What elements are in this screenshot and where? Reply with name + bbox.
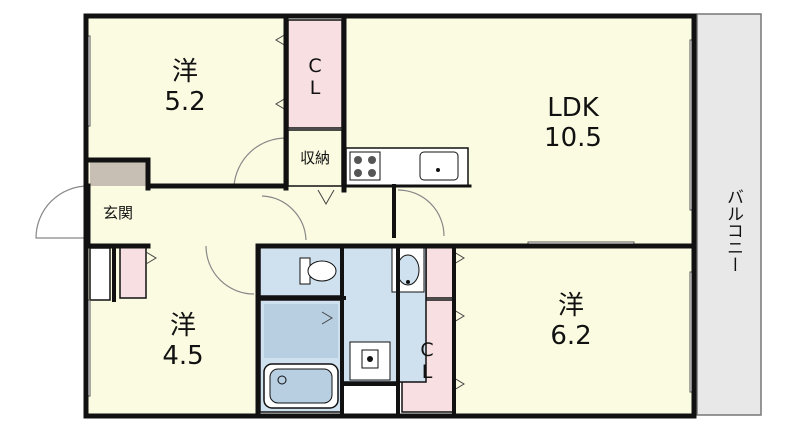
closet1-letter-l: L [309,76,321,99]
closet2-label: C L [412,339,442,384]
balcony-label: バルコニー [723,187,743,273]
storage-label: 収納 [299,149,330,167]
room-western2-floor [88,246,258,414]
storage-closet [287,129,343,187]
closet-western3-small [425,245,455,299]
entrance-floor [88,186,148,246]
closet-western2 [119,245,147,299]
washing-machine-icon [349,341,391,381]
door-swings [35,137,445,295]
shoe-box [89,247,111,301]
room-western2-size: 4.5 [162,340,204,371]
balcony [696,13,762,416]
room-western3-label: 洋 6.2 [536,291,606,352]
room-ldk-floor [344,18,694,246]
room-western1-label: 洋 5.2 [150,57,220,118]
room-western2-name: 洋 [169,311,196,341]
walls [83,13,697,419]
entrance-step [90,162,146,186]
room-western3-floor [456,246,694,414]
room-ldk-name: LDK [547,93,599,123]
closet2-letter-c: C [420,339,434,361]
room-western1-size: 5.2 [164,86,206,117]
kitchen-counter [345,147,469,187]
closet1-label: C L [300,55,330,100]
closet2-letter-l: L [421,360,433,383]
room-western3-size: 6.2 [550,320,592,351]
room-western3-name: 洋 [557,291,584,321]
bath-upper [264,304,338,358]
hall-floor [148,186,344,246]
entrance-label: 玄関 [102,204,133,222]
room-ldk-label: LDK 10.5 [528,93,618,154]
toilet-icon [299,257,337,285]
closet1-letter-c: C [308,55,322,77]
room-western1-name: 洋 [171,57,198,87]
closet-door-markers [145,33,465,391]
room-western2-label: 洋 4.5 [148,311,218,372]
room-ldk-size: 10.5 [544,122,602,153]
